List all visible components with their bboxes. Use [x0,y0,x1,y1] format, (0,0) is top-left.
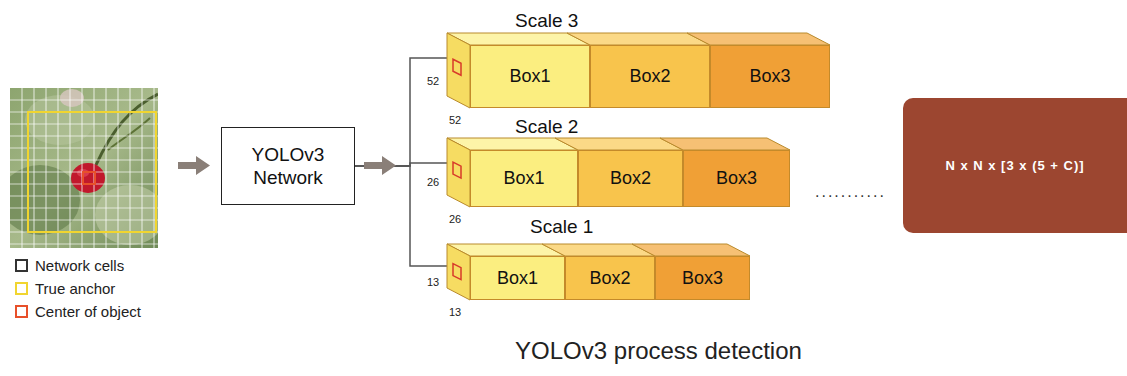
legend-swatch [15,305,28,318]
legend-text: Network cells [35,257,124,274]
bar-top-face [632,244,750,256]
output-shape-label: N x N x [3 x (5 + C)] [945,158,1084,173]
label-holder: 52 [427,71,439,89]
box-label: Box2 [629,66,670,87]
flow-arrow [364,156,396,175]
bar-top-face [687,33,830,45]
scale-bar: Scale 1 Box1 Box2 Box3 [447,216,750,300]
anchor-box: Box3 [683,150,790,207]
label-holder: 26 [427,172,439,190]
scale-title: Scale 1 [530,216,593,238]
cell-marker [453,162,461,178]
grid-size-label: 26 [449,213,461,225]
raspberry [71,163,105,193]
bracket-connector [355,166,447,266]
bracket-connector [355,58,447,166]
box-label: Box1 [497,268,538,289]
scale-title: Scale 2 [515,116,578,138]
bar-end-face [447,33,470,108]
legend-row: Center of object [15,303,141,320]
anchor-box: Box1 [470,256,565,300]
legend-swatch [15,282,28,295]
flow-arrow [178,156,210,175]
grid-size-label: 52 [449,114,461,126]
anchor-box: Box2 [565,256,655,300]
scale-title: Scale 3 [515,10,578,32]
scale-bar: Scale 2 Box1 Box2 Box3 [447,116,790,207]
label-holder: ........... [815,183,886,201]
continuation-dots: ........... [815,183,886,200]
figure-caption: YOLOv3 process detection [515,337,802,364]
blurred-berry [60,89,84,107]
cell-marker [453,59,461,75]
label-holder: 26 [449,209,461,227]
anchor-box: Box1 [470,45,590,108]
bar-top-face [660,138,790,150]
grid-size-label: 13 [449,306,461,318]
stem [96,94,158,165]
anchor-box: Box2 [578,150,683,207]
cell-marker [453,264,461,280]
label-holder: 52 [449,110,461,128]
blur-blob [25,95,95,145]
caption-holder: YOLOv3 process detection [0,337,1127,365]
scale-bar: Scale 3 Box1 Box2 Box3 [447,10,830,108]
object-center-cell [83,172,95,184]
box-label: Box1 [509,66,550,87]
legend-row: Network cells [15,257,124,274]
legend-text: True anchor [35,280,115,297]
blur-blob [95,185,158,245]
box-label: Box3 [716,168,757,189]
box-label: Box3 [682,268,723,289]
legend-row: True anchor [15,280,115,297]
box-label: Box2 [589,268,630,289]
legend-swatch [15,259,28,272]
bar-top-face [447,33,590,45]
label-holder: 13 [427,272,439,290]
network-grid [10,88,158,248]
box-label: Box2 [610,168,651,189]
box-label: YOLOv3 Network [232,143,344,189]
box-label: Box1 [503,168,544,189]
grid-size-label: 52 [427,75,439,87]
bar-end-face [447,138,470,207]
grid-size-label: 26 [427,176,439,188]
anchor-box: Box1 [470,150,578,207]
true-anchor-box [28,112,156,232]
legend-text: Center of object [35,303,141,320]
raspberry-photo [10,88,158,248]
anchor-box: Box3 [655,256,750,300]
box-label: Box3 [749,66,790,87]
bar-end-face [447,244,470,300]
anchor-box: Box3 [710,45,830,108]
label-holder: 13 [449,302,461,320]
stem [108,118,150,150]
output-box: N x N x [3 x (5 + C)] [903,98,1127,233]
bar-top-face [567,33,710,45]
grid-size-label: 13 [427,276,439,288]
process-box: YOLOv3 Network [221,127,355,205]
anchor-box: Box2 [590,45,710,108]
